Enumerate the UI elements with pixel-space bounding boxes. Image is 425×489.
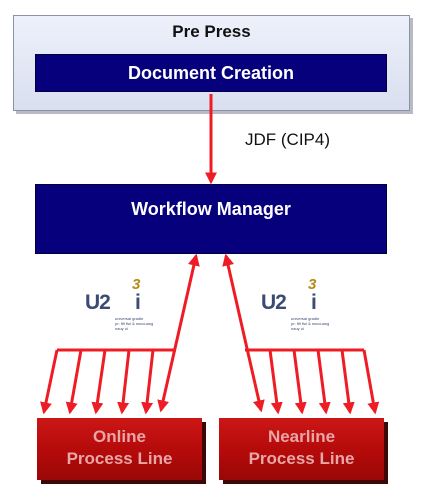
u2i-logo-caption: pr: lift flul & snucuang (115, 321, 154, 326)
online-process-line-box: Online Process Line (37, 418, 202, 480)
nearline-process-line-box: Nearline Process Line (219, 418, 384, 480)
online-process-line-label-2: Process Line (66, 449, 173, 468)
nearline-process-line-label-2: Process Line (248, 449, 355, 468)
left-fan-arrow (40, 349, 59, 415)
right-fan-arrow (340, 349, 355, 415)
left-bidirectional-arrow (157, 253, 200, 413)
right-fan-arrow (268, 349, 283, 415)
left-fan-arrow (141, 349, 155, 415)
u2i-logo-caption: nauy oi (115, 326, 128, 331)
left-fan-arrow (65, 349, 83, 415)
right-fan-arrow (362, 349, 380, 415)
u2i-logo-superscript: 3 (308, 276, 317, 293)
workflow-manager-box: Workflow Manager (35, 184, 387, 254)
right-bidirectional-arrow (222, 253, 265, 413)
right-fan-arrow (316, 349, 331, 415)
nearline-process-line-label-1: Nearline (267, 427, 336, 446)
jdf-connector-label: JDF (CIP4) (245, 130, 330, 149)
left-fan-arrow (117, 349, 131, 415)
document-creation-label: Document Creation (127, 62, 295, 83)
u2i-logo-superscript: 3 (132, 276, 141, 293)
online-process-line-label-1: Online (93, 427, 146, 446)
workflow-manager-label: Workflow Manager (131, 199, 291, 219)
right-fan-arrow (292, 349, 307, 415)
u2i-logo-caption: pr: lift flul & snucuang (291, 321, 330, 326)
prepress-title: Pre Press (172, 22, 251, 41)
document-creation-box: Document Creation (35, 54, 387, 92)
u2i-logo-caption: nauy oi (291, 326, 304, 331)
u2i-logo-caption: universal gradle (115, 316, 144, 321)
u2i-logo-caption: universal gradle (291, 316, 320, 321)
left-fan-arrow (91, 349, 107, 415)
